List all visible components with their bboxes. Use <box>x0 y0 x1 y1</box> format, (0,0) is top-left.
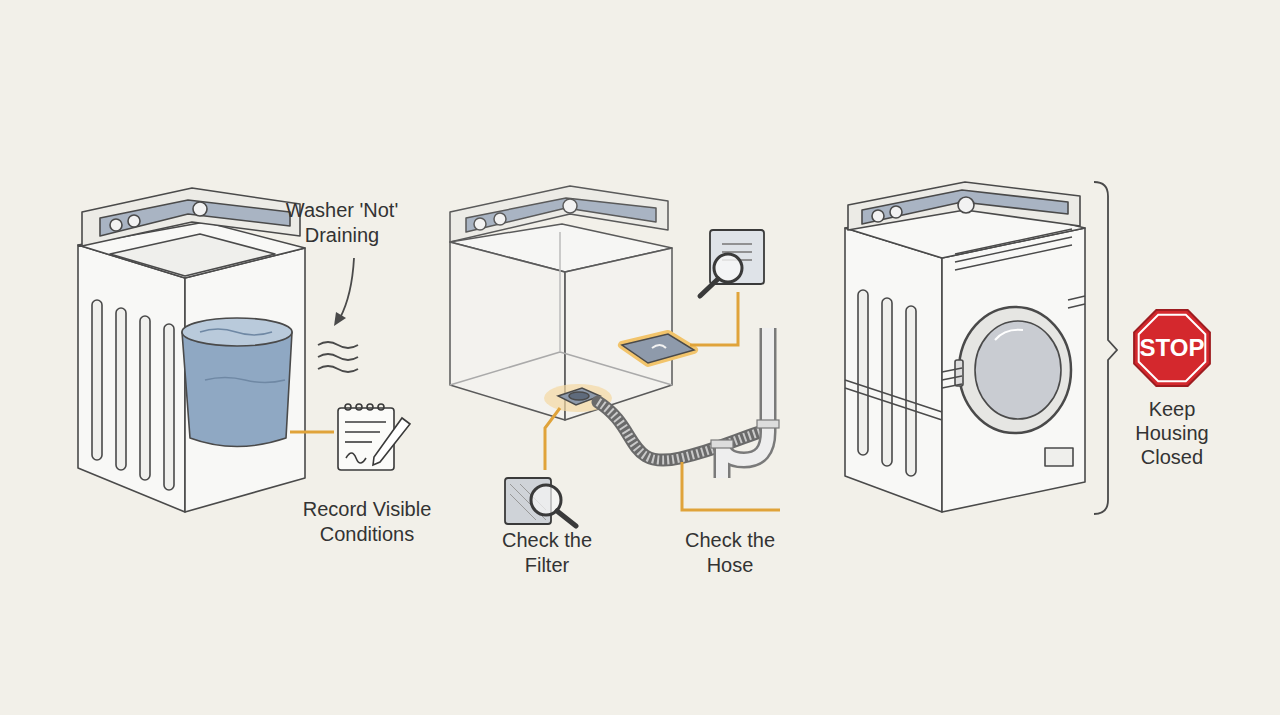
sign-text: STOP <box>1112 305 1232 391</box>
drain-pipe <box>711 328 779 478</box>
leader-line <box>545 408 560 470</box>
sign-caption: Keep Housing Closed <box>1127 397 1217 469</box>
arrow-head <box>334 312 346 326</box>
filter-cover <box>622 334 694 363</box>
notepad-icon <box>338 404 410 470</box>
magnifier-icon <box>505 478 576 526</box>
stop-sign: STOPKeep Housing Closed <box>1112 305 1232 469</box>
leader-line <box>682 462 780 510</box>
magnifier-icon <box>700 230 764 296</box>
front-loader-washer <box>845 182 1085 512</box>
shipping-straps <box>845 229 1085 420</box>
bracket <box>1094 182 1117 514</box>
pointer-arrow <box>340 258 354 318</box>
top-loader-washer <box>78 188 305 512</box>
octagon-wrap: STOP <box>1112 305 1232 391</box>
callout-label: Check the Filter <box>482 528 612 578</box>
callout-label: Check the Hose <box>665 528 795 578</box>
leader-line <box>290 431 334 434</box>
callout-label: Washer 'Not' Draining <box>262 198 422 248</box>
leader-line <box>690 292 738 345</box>
vibration-lines <box>318 342 358 372</box>
translucent-washer <box>450 186 672 420</box>
callout-label: Record Visible Conditions <box>302 497 432 547</box>
